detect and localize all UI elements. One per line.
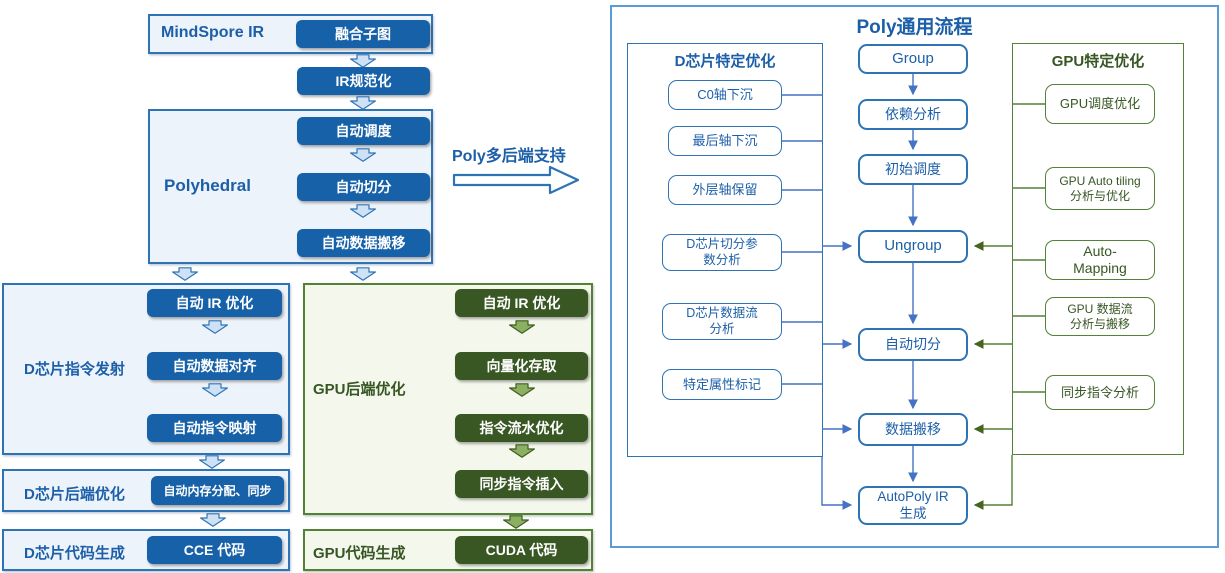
gpu-codegen-label: GPU代码生成 [313,545,406,562]
auto-tiling-center-node: 自动切分 [858,328,968,361]
initial-schedule-node: 初始调度 [858,154,968,185]
down-arrow-icon [509,444,535,458]
cuda-code-node: CUDA 代码 [455,536,588,564]
down-arrow-icon [172,267,198,281]
auto-ir-opt-d-node: 自动 IR 优化 [147,289,282,317]
specific-attr-mark-node: 特定属性标记 [662,369,782,400]
auto-data-align-node: 自动数据对齐 [147,352,282,380]
vectorized-access-node: 向量化存取 [455,352,588,380]
right-block-arrow-icon [452,165,580,195]
auto-schedule-node: 自动调度 [297,117,430,145]
sync-instr-analysis-node: 同步指令分析 [1045,375,1155,410]
auto-tiling-node: 自动切分 [297,173,430,201]
fused-subgraph-node: 融合子图 [296,20,430,48]
polyhedral-label: Polyhedral [164,176,251,195]
auto-mem-alloc-sync-node: 自动内存分配、同步 [151,476,284,505]
d-codegen-label: D芯片代码生成 [24,545,125,562]
instr-pipeline-opt-node: 指令流水优化 [455,414,588,442]
multi-backend-label: Poly多后端支持 [452,148,566,165]
down-arrow-icon [350,204,376,218]
d-backend-label: D芯片后端优化 [24,486,125,503]
d-tiling-param-analysis-node: D芯片切分参数分析 [662,234,782,271]
down-arrow-icon [202,383,228,397]
gpu-specific-header: GPU特定优化 [1051,53,1145,70]
down-arrow-icon [200,513,226,527]
auto-instr-mapping-node: 自动指令映射 [147,414,282,442]
d-dataflow-analysis-node: D芯片数据流分析 [662,303,782,340]
panel-title: Poly通用流程 [856,17,973,38]
down-arrow-icon [509,320,535,334]
down-arrow-icon [202,320,228,334]
outer-axis-keep-node: 外层轴保留 [668,175,782,205]
down-arrow-icon [350,96,376,110]
auto-ir-opt-gpu-node: 自动 IR 优化 [455,289,588,317]
group-node: Group [858,44,968,74]
data-movement-center-node: 数据搬移 [858,413,968,446]
gpu-backend-label: GPU后端优化 [313,381,406,398]
down-arrow-icon [350,267,376,281]
down-arrow-icon [509,383,535,397]
ungroup-node: Ungroup [858,230,968,263]
auto-mapping-node: Auto-Mapping [1045,240,1155,280]
gpu-dataflow-node: GPU 数据流分析与搬移 [1045,297,1155,336]
gpu-schedule-opt-node: GPU调度优化 [1045,84,1155,124]
sync-instr-insert-node: 同步指令插入 [455,470,588,498]
mindspore-ir-label: MindSpore IR [161,24,265,41]
down-arrow-icon [503,515,529,529]
down-arrow-icon [350,54,376,68]
dependency-analysis-node: 依赖分析 [858,99,968,130]
c0-axis-sink-node: C0轴下沉 [668,80,782,110]
auto-data-movement-node: 自动数据搬移 [297,229,430,257]
ir-normalize-node: IR规范化 [297,67,430,95]
last-axis-sink-node: 最后轴下沉 [668,126,782,156]
cce-code-node: CCE 代码 [147,536,282,564]
down-arrow-icon [350,148,376,162]
down-arrow-icon [199,455,225,469]
d-dispatch-label: D芯片指令发射 [24,361,125,378]
d-specific-header: D芯片特定优化 [674,53,776,70]
